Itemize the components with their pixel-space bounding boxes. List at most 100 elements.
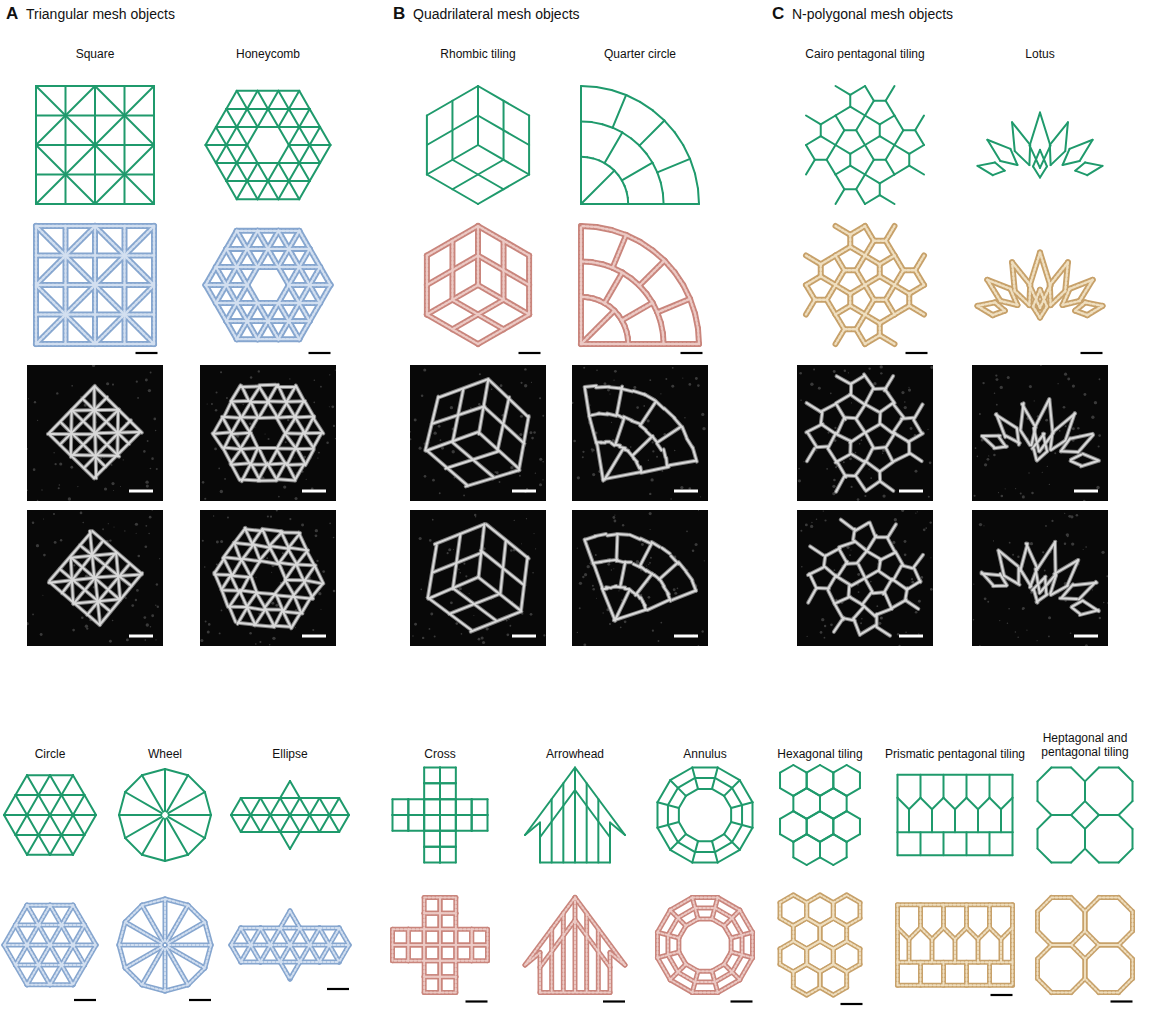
afm-strand <box>880 424 893 434</box>
afm-mesh <box>584 534 696 621</box>
helix-bundle <box>226 267 236 285</box>
afm-strand <box>271 546 289 549</box>
afm-noise <box>113 490 114 491</box>
helix-bundle <box>95 226 154 285</box>
helix-bundle <box>628 343 663 345</box>
wireframe-edge <box>850 145 865 154</box>
wireframe-edge <box>612 90 627 95</box>
helix-bundle <box>237 302 258 304</box>
afm-noise <box>243 404 244 405</box>
afm-strand <box>286 579 304 581</box>
afm-noise <box>112 384 114 386</box>
helix-bundle <box>865 315 880 324</box>
afm-noise <box>220 540 223 543</box>
afm-noise <box>211 403 213 405</box>
afm-noise <box>136 589 139 592</box>
wireframe-edge <box>856 116 865 131</box>
helix-bundle <box>850 285 865 294</box>
afm-strand <box>686 572 692 581</box>
afm-strand <box>215 558 225 574</box>
helix-bundle <box>865 300 874 315</box>
afm-strand <box>214 432 232 433</box>
scale-bar <box>302 635 326 638</box>
helix-bundle <box>683 285 690 299</box>
helix-bundle <box>657 299 690 313</box>
afm-strand <box>596 386 609 389</box>
helix-bundle <box>581 343 628 345</box>
afm-noise <box>695 543 698 546</box>
afm-noise <box>701 413 704 416</box>
afm-noise <box>423 368 426 371</box>
helix-bundle <box>278 303 288 321</box>
afm-strand <box>49 578 95 583</box>
wireframe-edge <box>206 145 216 163</box>
wireframe-edge <box>865 145 874 160</box>
wireframe-edge <box>258 163 268 181</box>
afm-noise <box>306 479 307 480</box>
helix-bundle <box>850 226 865 235</box>
afm-strand <box>452 442 493 477</box>
afm-strand <box>648 600 671 610</box>
afm-noise <box>915 470 918 473</box>
wireframe-edge <box>849 95 851 107</box>
afm-noise <box>81 616 84 619</box>
afm-noise <box>219 632 221 634</box>
helix-bundle <box>123 226 125 344</box>
afm-noise <box>32 521 35 524</box>
wireframe-edge <box>874 100 886 102</box>
afm-strand <box>594 564 603 588</box>
afm-strand <box>231 385 241 401</box>
afm-image <box>572 510 708 646</box>
helix-bundle <box>247 320 268 322</box>
scale-bar <box>674 635 698 638</box>
helix-bundle <box>268 303 278 321</box>
afm-strand <box>657 426 681 442</box>
helix-bundle <box>639 261 664 286</box>
helix-bundle <box>299 321 309 339</box>
helix-bundle <box>206 231 331 339</box>
wireframe-edge <box>836 130 845 145</box>
afm-noise <box>150 468 152 470</box>
afm-strand <box>214 528 323 628</box>
helix-bundle <box>581 226 699 344</box>
helix-bundle <box>278 231 288 249</box>
afm-noise <box>331 405 334 408</box>
afm-noise <box>698 645 700 646</box>
wireframe-edge <box>310 163 320 181</box>
afm-strand <box>251 433 258 448</box>
afm-strand <box>48 386 142 478</box>
helix-bundle <box>836 270 845 285</box>
afm-strand <box>615 591 629 621</box>
afm-strand <box>635 574 652 596</box>
dna-model <box>581 226 703 353</box>
afm-noise <box>151 457 154 460</box>
afm-strand <box>231 418 240 434</box>
afm-noise <box>207 403 208 404</box>
afm-noise <box>535 472 536 473</box>
helix-bundle <box>880 276 895 285</box>
helix-bundle <box>216 249 226 267</box>
afm-noise <box>620 626 622 628</box>
afm-strand <box>258 480 277 482</box>
afm-noise <box>514 520 515 521</box>
afm-strand <box>222 591 228 607</box>
wireframe-edge <box>806 136 821 145</box>
afm-noise <box>335 438 336 439</box>
afm-noise <box>54 463 56 465</box>
afm-mesh <box>428 524 529 631</box>
afm-image <box>572 365 708 501</box>
afm-strand <box>305 416 314 433</box>
helix-bundle <box>879 323 881 335</box>
afm-noise <box>111 464 113 466</box>
afm-noise <box>826 468 828 470</box>
wireframe-edge <box>675 132 684 145</box>
afm-strand <box>466 470 520 486</box>
wireframe-edge <box>865 101 874 116</box>
wireframe-edge <box>299 127 309 145</box>
helix-bundle <box>895 285 910 294</box>
afm-noise <box>120 486 121 487</box>
afm-noise <box>58 487 60 489</box>
afm-strand <box>259 449 267 465</box>
afm-strand <box>630 535 641 540</box>
wireframe-edge <box>664 121 674 133</box>
